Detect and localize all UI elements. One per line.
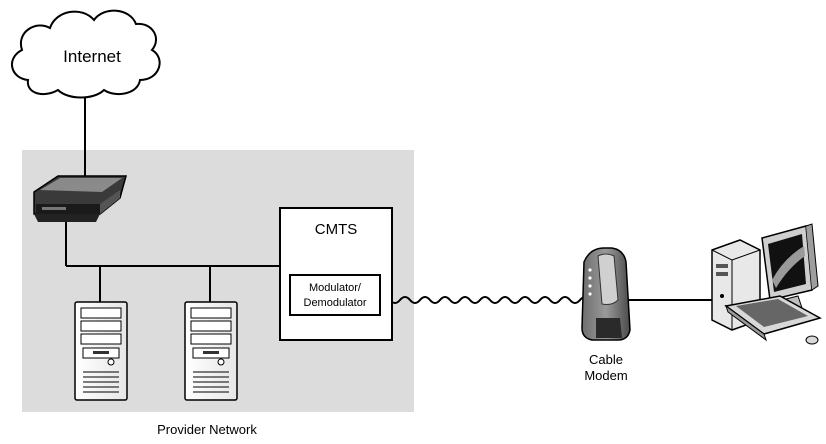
- server-tower-icon: [74, 301, 128, 401]
- cable-modem-icon: [581, 247, 631, 341]
- router-icon: [33, 175, 127, 222]
- cmts-label: CMTS: [315, 221, 358, 238]
- coax-cable-link: [379, 296, 611, 304]
- internet-label: Internet: [63, 47, 121, 66]
- cable-modem-label-line2: Modem: [584, 368, 627, 383]
- desktop-computer-icon: [711, 223, 822, 345]
- provider-network-label: Provider Network: [157, 422, 257, 437]
- modulator-box: [289, 274, 381, 316]
- network-links: [65, 97, 740, 304]
- modulator-label-line1: Modulator/: [309, 282, 362, 294]
- cable-modem-label-line1: Cable: [589, 352, 623, 367]
- modulator-label-line2: Demodulator: [304, 297, 367, 309]
- server-tower-icon: [184, 301, 238, 401]
- internet-cloud-icon: [11, 9, 161, 99]
